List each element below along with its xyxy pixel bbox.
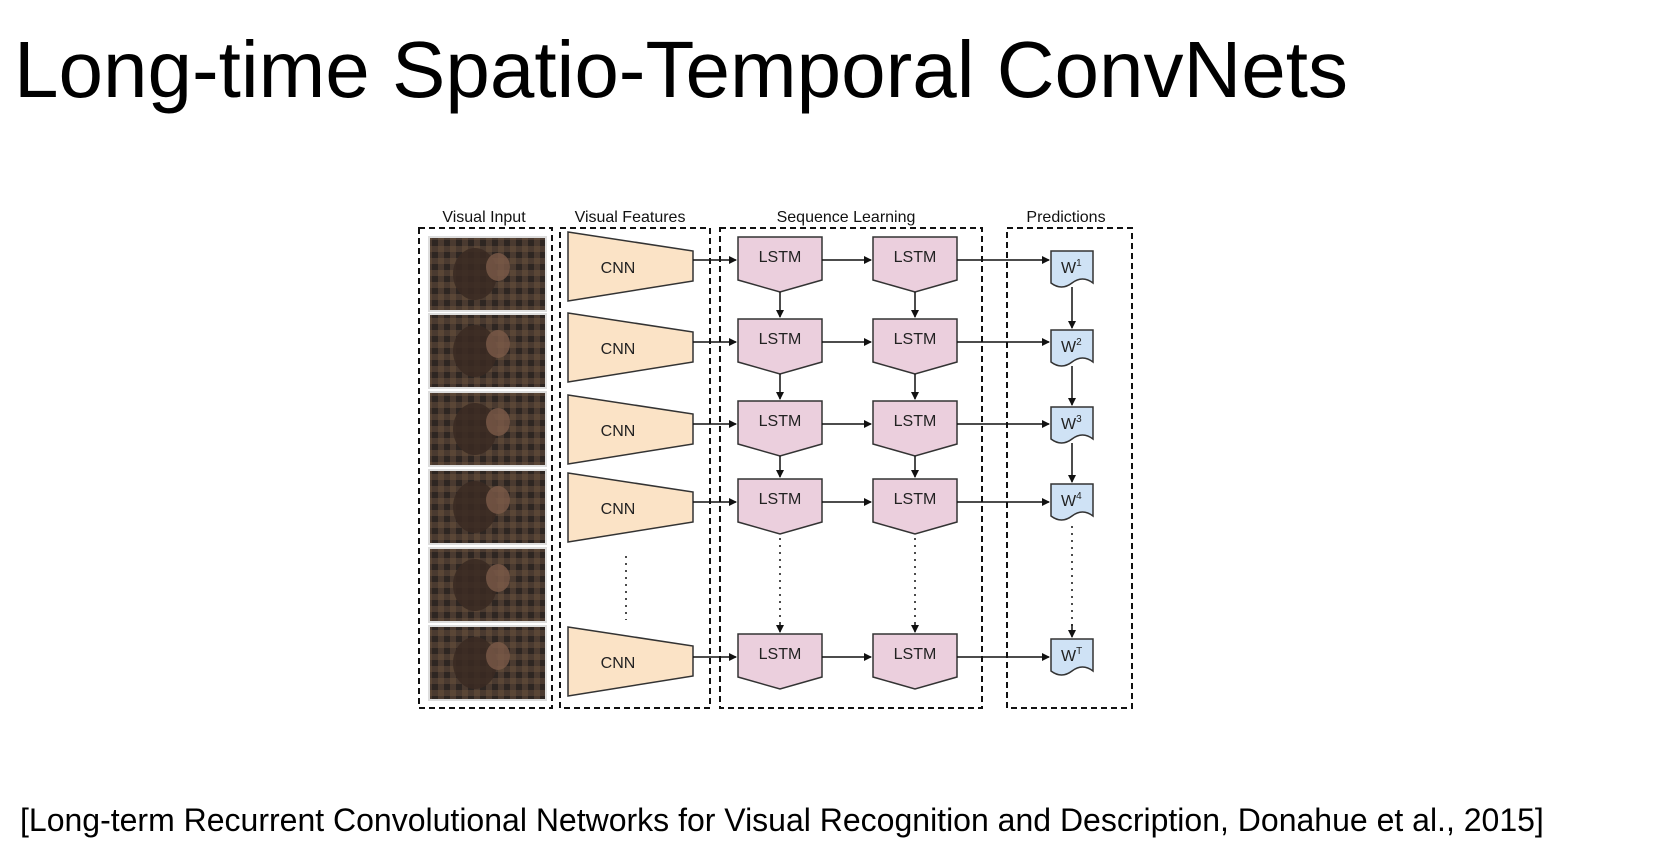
prediction-word: W3 xyxy=(1050,406,1094,444)
lstm-label: LSTM xyxy=(759,413,802,430)
visual-input-box xyxy=(418,227,553,709)
lstm-cell: LSTM xyxy=(737,318,823,375)
cnn-block: CNN xyxy=(567,312,694,383)
lstm-label: LSTM xyxy=(894,249,937,266)
lstm-label: LSTM xyxy=(894,413,937,430)
video-frame xyxy=(428,547,547,623)
prediction-label: W1 xyxy=(1061,258,1082,277)
video-frame xyxy=(428,236,547,312)
predictions-box xyxy=(1006,227,1133,709)
cnn-label: CNN xyxy=(601,655,636,672)
cnn-block: CNN xyxy=(567,231,694,302)
video-frame xyxy=(428,469,547,545)
lstm-label: LSTM xyxy=(894,331,937,348)
video-frame xyxy=(428,313,547,389)
section-label-visual-features: Visual Features xyxy=(575,209,686,226)
lstm-cell: LSTM xyxy=(737,633,823,690)
section-label-visual-input: Visual Input xyxy=(442,209,526,226)
slide-title: Long-time Spatio-Temporal ConvNets xyxy=(14,25,1348,114)
lstm-cell: LSTM xyxy=(737,478,823,535)
prediction-word: WT xyxy=(1050,638,1094,676)
cnn-block: CNN xyxy=(567,394,694,465)
lstm-label: LSTM xyxy=(759,646,802,663)
cnn-label: CNN xyxy=(601,260,636,277)
lstm-cell: LSTM xyxy=(872,236,958,293)
lstm-cell: LSTM xyxy=(872,400,958,457)
lstm-label: LSTM xyxy=(759,331,802,348)
lstm-cell: LSTM xyxy=(872,478,958,535)
prediction-label: WT xyxy=(1061,646,1082,665)
cnn-block: CNN xyxy=(567,472,694,543)
lstm-label: LSTM xyxy=(894,491,937,508)
section-label-predictions: Predictions xyxy=(1026,209,1105,226)
lstm-label: LSTM xyxy=(759,491,802,508)
prediction-label: W2 xyxy=(1061,337,1082,356)
video-frame xyxy=(428,625,547,701)
lstm-cell: LSTM xyxy=(872,318,958,375)
citation: [Long-term Recurrent Convolutional Netwo… xyxy=(20,802,1544,838)
section-label-sequence-learning: Sequence Learning xyxy=(777,209,916,226)
prediction-word: W2 xyxy=(1050,329,1094,367)
lstm-cell: LSTM xyxy=(737,236,823,293)
prediction-word: W4 xyxy=(1050,483,1094,521)
cnn-label: CNN xyxy=(601,341,636,358)
cnn-label: CNN xyxy=(601,423,636,440)
visual-features-box xyxy=(559,227,711,709)
prediction-label: W3 xyxy=(1061,414,1082,433)
cnn-label: CNN xyxy=(601,501,636,518)
lstm-label: LSTM xyxy=(894,646,937,663)
cnn-block: CNN xyxy=(567,626,694,697)
lstm-label: LSTM xyxy=(759,249,802,266)
prediction-label: W4 xyxy=(1061,491,1082,510)
prediction-word: W1 xyxy=(1050,250,1094,288)
sequence-learning-box xyxy=(719,227,983,709)
lstm-cell: LSTM xyxy=(872,633,958,690)
video-frame xyxy=(428,391,547,467)
lstm-cell: LSTM xyxy=(737,400,823,457)
